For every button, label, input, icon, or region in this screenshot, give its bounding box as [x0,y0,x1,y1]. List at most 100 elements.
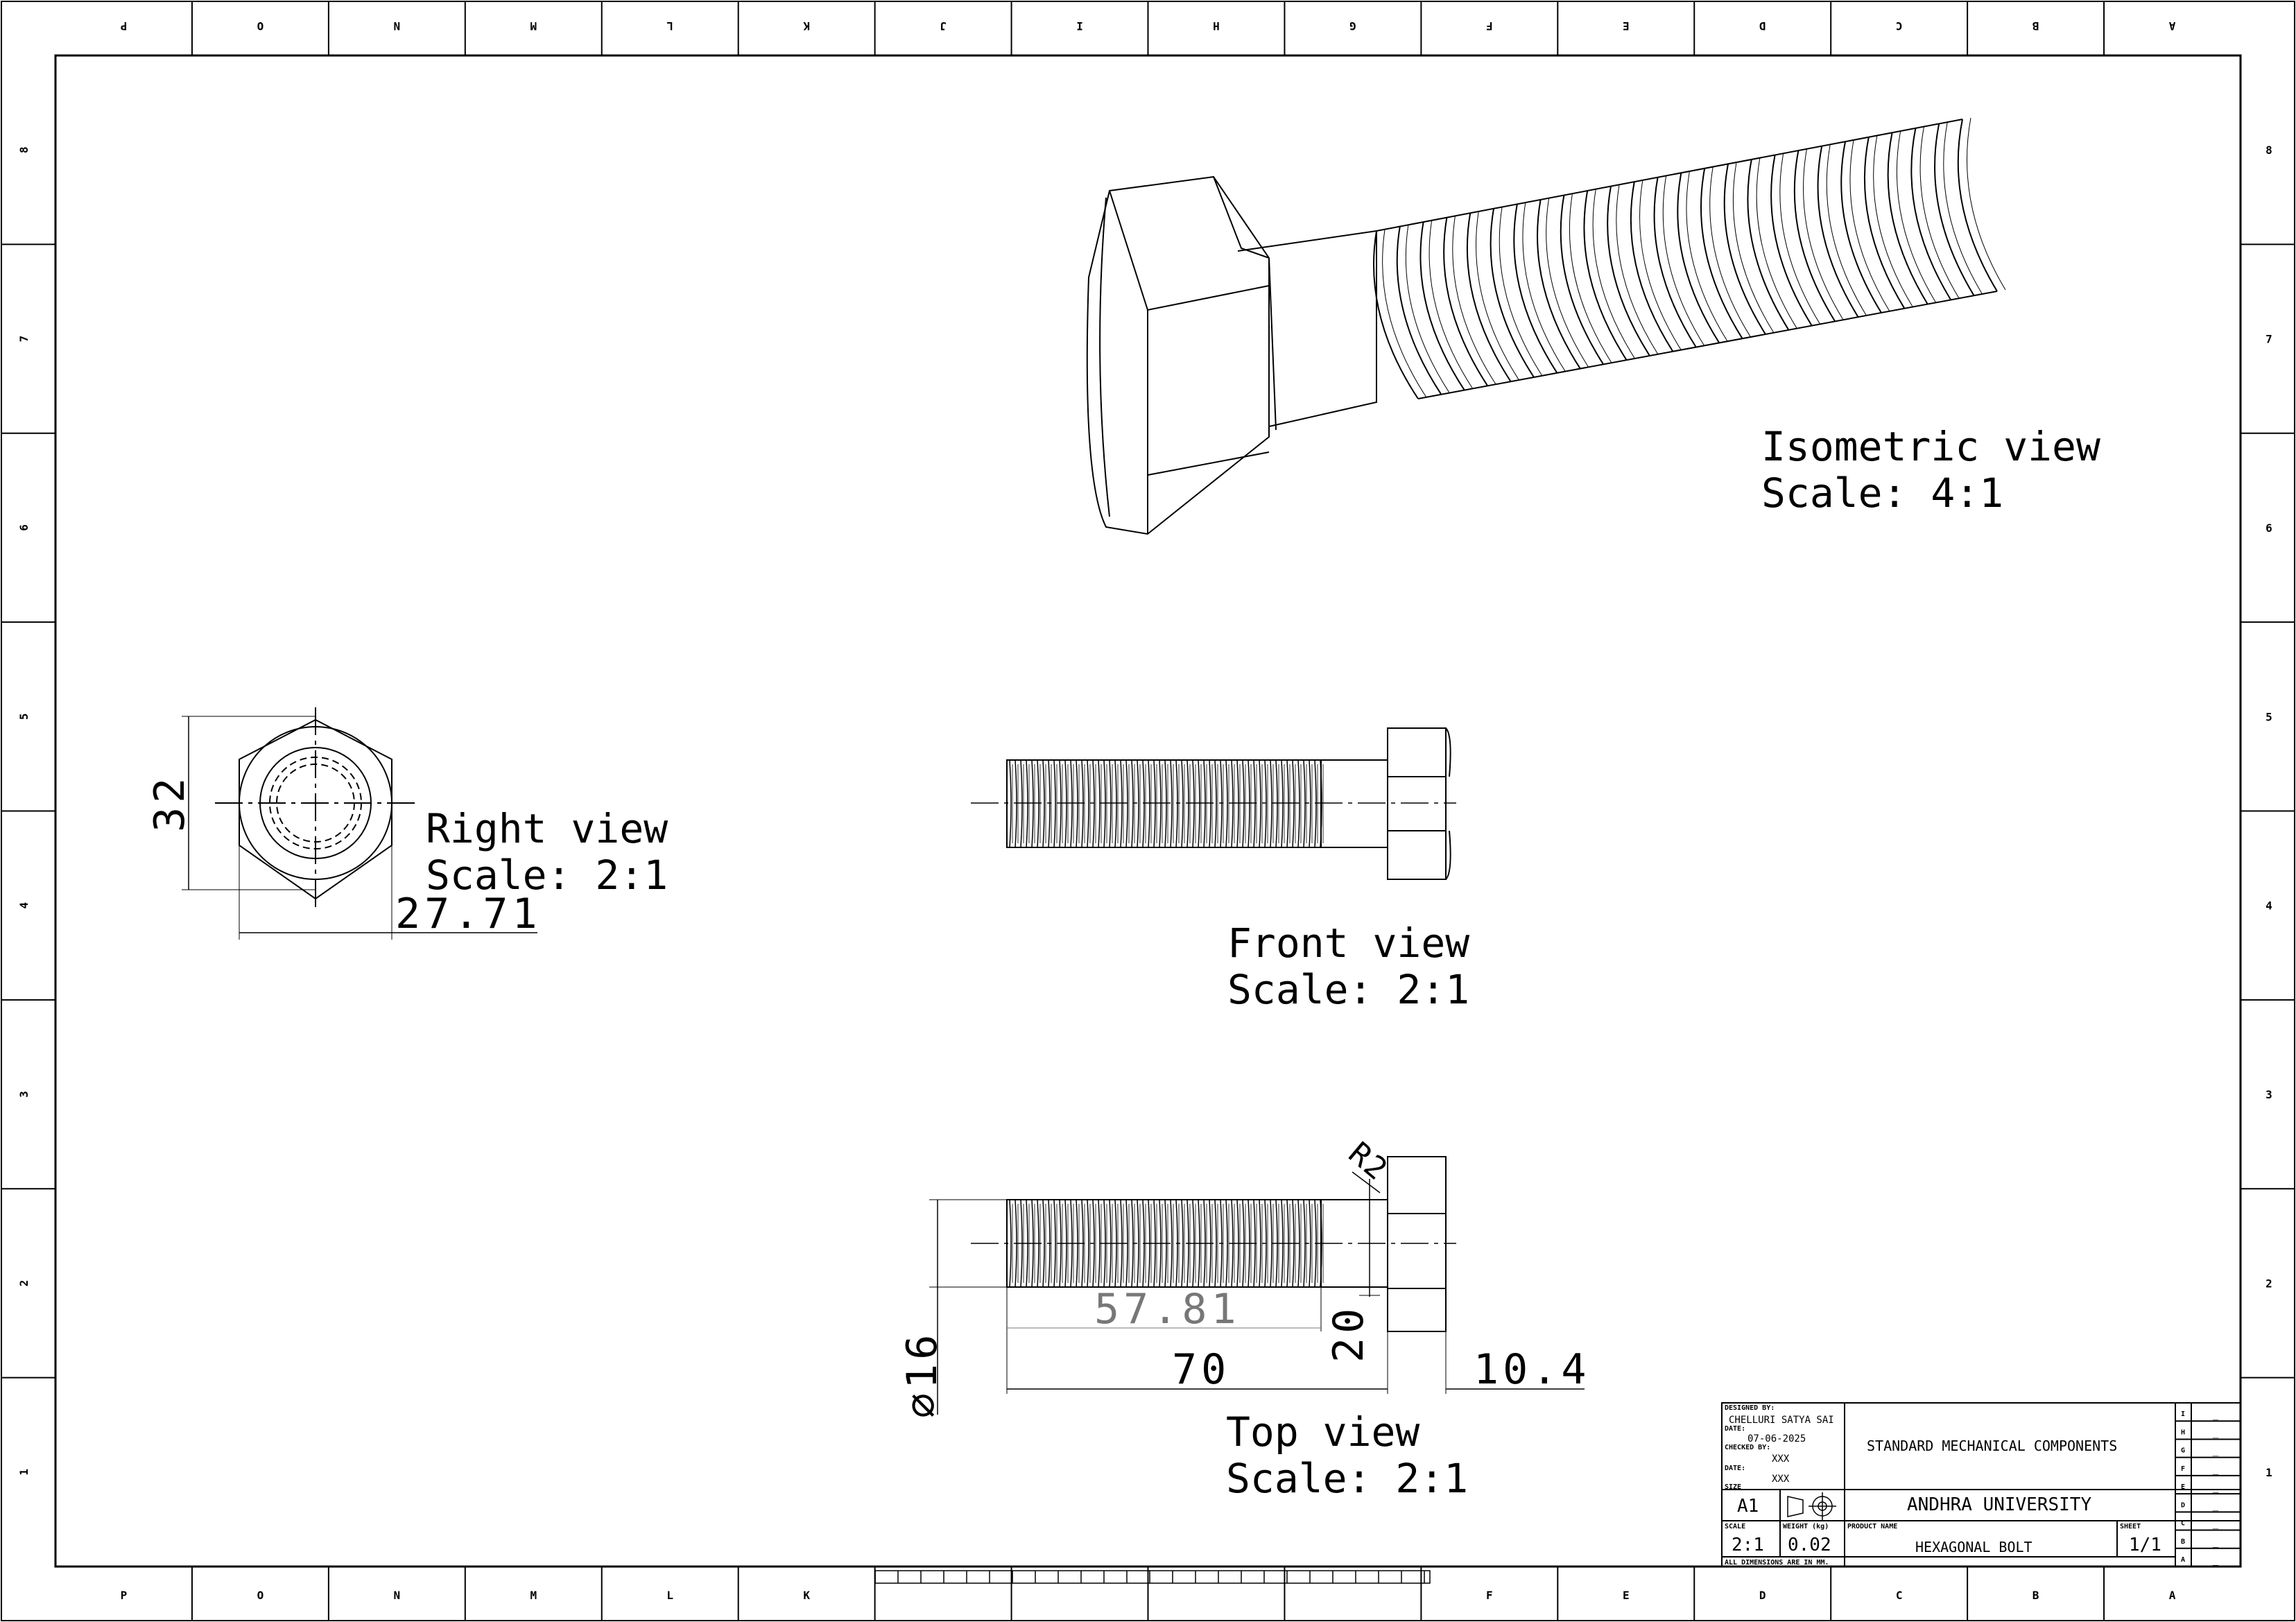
zone-col-bottom: M [530,1589,537,1602]
tb-weight-label: WEIGHT (kg) [1783,1523,1829,1530]
thread-crest [1181,1199,1184,1288]
zone-col-top: L [666,19,673,33]
thread-crest [1175,759,1178,848]
thread-crest [1181,759,1184,848]
zone-row-right: 5 [2265,710,2272,723]
dim-top-dia: ⌀16 [898,1331,947,1418]
iso-thread-root [1452,216,1496,385]
iso-thread-root [1779,153,1821,325]
thread-crest [1320,759,1322,848]
zone-col-bottom: L [666,1589,673,1602]
iso-thread-root [1405,225,1450,394]
front-thread-body [1006,759,1322,848]
front-thread-crests [1009,759,1324,848]
zone-col-bottom: N [394,1589,401,1602]
zone-col-bottom: D [1759,1589,1766,1602]
thread-crest [1248,759,1250,848]
tb-size-label: SIZE [1725,1483,1741,1491]
dim-right-width: 27.71 [395,890,542,938]
thread-crest [1125,759,1128,848]
zone-col-top: I [1076,19,1083,33]
front-view-title: Front view [1227,920,1469,967]
zone-row-right: 7 [2265,333,2272,346]
iso-thread-root [1616,184,1659,355]
thread-crest [1053,1199,1056,1288]
thread-crest [1042,1199,1045,1288]
iso-thread-root [1943,122,1983,295]
thread-crest [1242,759,1245,848]
front-view-scale: Scale: 2:1 [1227,966,1469,1013]
iso-thread-root [1546,198,1589,368]
thread-crest [1214,1199,1217,1288]
thread-crest [1270,1199,1272,1288]
iso-thread-bottom [1417,291,1998,399]
thread-crest [1214,759,1217,848]
revision-value: _ [2213,1427,2219,1438]
thread-crest [1142,759,1145,848]
iso-thread-crest [1863,137,1906,309]
thread-crest [1275,759,1278,848]
dim-top-body-length: 70 [1172,1345,1230,1394]
zone-col-top: G [1349,19,1356,33]
zone-row-right: 3 [2265,1088,2272,1101]
thread-crest [1009,759,1012,848]
zone-col-bottom: A [2169,1589,2176,1602]
front-head-chamfer [1445,727,1451,880]
iso-thread-root [1826,144,1867,316]
iso-thread-root [1756,157,1797,329]
thread-crest [1209,759,1211,848]
thread-crest [1309,1199,1311,1288]
zone-col-top: B [2032,19,2039,33]
right-view-title: Right view [426,805,668,852]
zone-col-bottom: O [257,1589,264,1602]
tb-sheet-label: SHEET [2120,1523,2141,1530]
tb-scale: 2:1 [1732,1535,1764,1555]
revision-letter: B [2181,1538,2185,1546]
zone-col-top: F [1486,19,1493,33]
iso-thread-crest [1373,230,1419,399]
thread-crest [1186,759,1189,848]
thread-crest [1037,759,1039,848]
iso-thread-crest [1513,204,1558,374]
iso-thread-crest [1887,132,1928,305]
revision-letter: D [2181,1501,2185,1509]
zone-row-right: 2 [2265,1277,2272,1290]
revision-letter: E [2181,1483,2185,1491]
zone-col-bottom: P [121,1589,128,1602]
thread-crest [1026,759,1028,848]
thread-crest [1264,759,1267,848]
thread-crest [1220,759,1223,848]
thread-crest [1048,759,1051,848]
iso-thread-crest [1396,226,1442,395]
tb-date2: XXX [1772,1474,1790,1485]
thread-crest [1076,759,1078,848]
tb-sheet: 1/1 [2129,1535,2161,1555]
iso-thread-crest [1490,208,1535,378]
top-view-title: Top view [1226,1408,1419,1456]
thread-crest [1031,759,1034,848]
zone-col-top: P [121,19,128,33]
thread-crest [1098,1199,1100,1288]
iso-thread-root [1522,202,1566,372]
thread-crest [1064,759,1067,848]
zone-row-left: 1 [17,1469,31,1476]
top-view-scale: Scale: 2:1 [1226,1455,1468,1502]
revision-value: _ [2213,1409,2219,1420]
thread-crest [1303,1199,1306,1288]
front-head [1387,727,1447,880]
thread-crest [1131,759,1134,848]
zone-row-right: 6 [2265,521,2272,535]
title-block-icon [1787,1492,1836,1520]
revision-letter: I [2181,1410,2185,1418]
iso-head-chamfer [1099,197,1110,517]
iso-thread-root [1639,180,1682,351]
iso-thread-crest [1840,141,1882,313]
top-view [929,1156,1585,1415]
tb-project: STANDARD MECHANICAL COMPONENTS [1867,1438,2117,1454]
tb-date: 07-06-2025 [1747,1433,1806,1444]
iso-thread-crest [1700,168,1743,339]
